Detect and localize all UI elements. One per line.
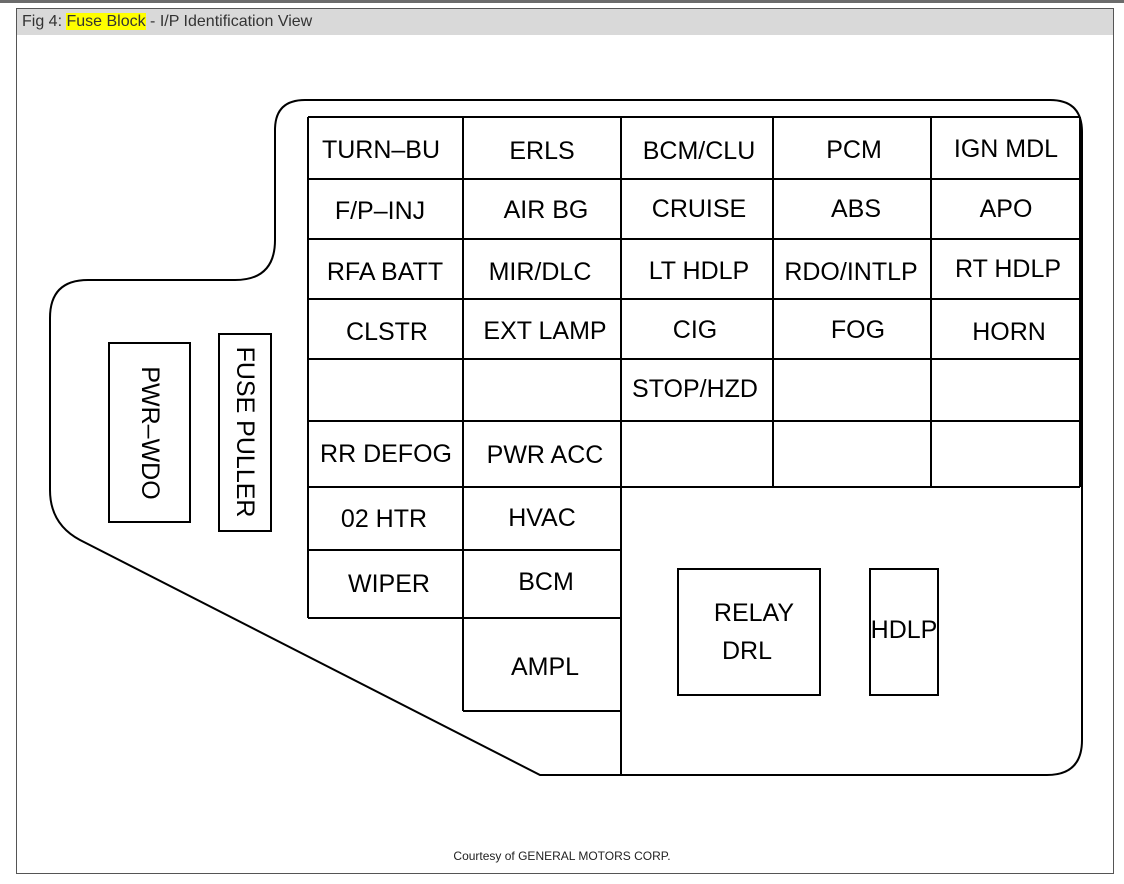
- caption-prefix: Fig 4:: [22, 13, 67, 30]
- pwr-wdo-box: [108, 342, 191, 523]
- pwr-wdo-label: PWR–WDO: [136, 366, 164, 499]
- fuse-label: HVAC: [508, 504, 576, 532]
- relay-drl-label: DRL: [722, 637, 772, 665]
- courtesy-credit: Courtesy of GENERAL MOTORS CORP.: [453, 849, 671, 863]
- relay-drl-box: [677, 568, 821, 696]
- fuse-label: PWR ACC: [487, 441, 604, 469]
- fuse-label: FOG: [831, 316, 885, 344]
- relay-label: RELAY: [714, 599, 794, 627]
- fuse-label: 02 HTR: [341, 505, 427, 533]
- fuse-label: LT HDLP: [649, 257, 750, 285]
- fuse-label: BCM/CLU: [643, 137, 756, 165]
- hdlp-relay-box: [869, 568, 939, 696]
- fuse-label: AMPL: [511, 653, 579, 681]
- caption-suffix: - I/P Identification View: [145, 13, 313, 30]
- fuse-label: RDO/INTLP: [784, 258, 917, 286]
- fuse-label: CRUISE: [652, 195, 746, 223]
- fuse-label: RFA BATT: [327, 258, 443, 286]
- fuse-block-outline: [49, 99, 1083, 776]
- fuse-label: IGN MDL: [954, 135, 1058, 163]
- fuse-label: PCM: [826, 136, 882, 164]
- diagram-lines: [49, 99, 1083, 776]
- window-top-border: [0, 0, 1124, 3]
- figure-caption: Fig 4: Fuse Block - I/P Identification V…: [17, 9, 1113, 35]
- hdlp-relay-label: HDLP: [871, 616, 938, 644]
- fuse-label: HORN: [972, 318, 1046, 346]
- caption-highlight: Fuse Block: [66, 13, 146, 30]
- fuse-label: ABS: [831, 195, 881, 223]
- fuse-label: WIPER: [348, 570, 430, 598]
- fuse-puller-label: FUSE PULLER: [231, 347, 259, 518]
- fuse-puller-box: [218, 333, 272, 532]
- fuse-label: RR DEFOG: [320, 440, 452, 468]
- fuse-label: BCM: [518, 568, 574, 596]
- fuse-label: RT HDLP: [955, 255, 1061, 283]
- fuse-label: EXT LAMP: [483, 317, 606, 345]
- fuse-label: APO: [980, 195, 1033, 223]
- fuse-label: CLSTR: [346, 318, 428, 346]
- fuse-label: ERLS: [509, 137, 574, 165]
- fuse-label: F/P–INJ: [335, 197, 425, 225]
- fuse-label: MIR/DLC: [489, 258, 592, 286]
- fuse-label: TURN–BU: [322, 136, 440, 164]
- fuse-label: CIG: [673, 316, 717, 344]
- fuse-label: STOP/HZD: [632, 375, 758, 403]
- fuse-label: AIR BG: [504, 196, 589, 224]
